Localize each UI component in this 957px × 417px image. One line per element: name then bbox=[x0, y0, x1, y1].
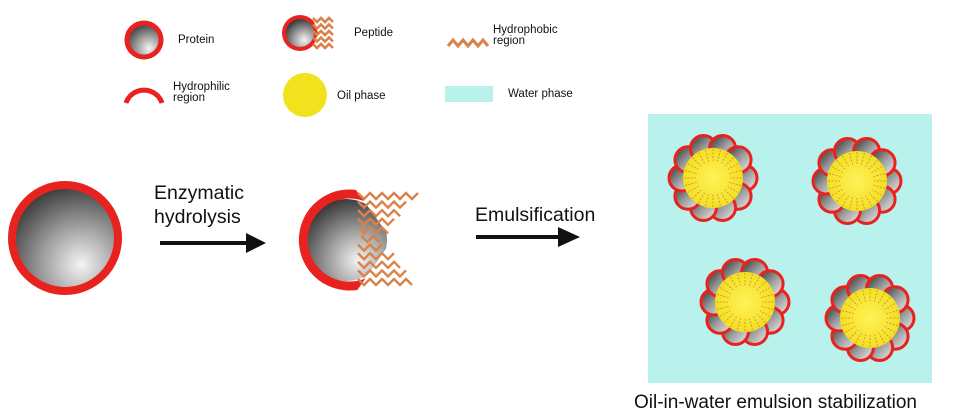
step-hydrolysis-label: Enzymatic hydrolysis bbox=[154, 181, 244, 229]
legend-hydrophobic-line2: region bbox=[493, 35, 525, 47]
step-emulsification-label: Emulsification bbox=[475, 204, 596, 226]
legend-hydrophilic-label: Hydrophilic region bbox=[173, 81, 230, 104]
step-hydrolysis-line2: hydrolysis bbox=[154, 206, 241, 228]
hydrolyzed-protein bbox=[298, 189, 470, 292]
legend-peptide-icon bbox=[282, 10, 334, 56]
legend-water-label: Water phase bbox=[508, 88, 573, 100]
legend-water-icon bbox=[445, 86, 493, 102]
emulsion-droplets bbox=[667, 134, 916, 362]
peptide-hydrophobic-region bbox=[357, 191, 419, 287]
legend-hydrophilic-icon bbox=[123, 87, 165, 104]
arrow-hydrolysis bbox=[160, 233, 266, 253]
legend-hydrophobic-label: Hydrophobic region bbox=[493, 24, 558, 47]
legend-protein-label: Protein bbox=[178, 34, 215, 46]
legend-hydrophilic-line1: Hydrophilic bbox=[173, 81, 230, 93]
legend-oil-label: Oil phase bbox=[337, 90, 386, 102]
legend-hydrophilic-line2: region bbox=[173, 92, 205, 104]
legend-oil-icon bbox=[283, 73, 327, 117]
arrow-emulsification bbox=[476, 227, 580, 247]
legend-hydrophobic-line1: Hydrophobic bbox=[493, 24, 558, 36]
legend-hydrophobic-icon bbox=[446, 37, 490, 49]
oil-droplet bbox=[699, 258, 791, 346]
oil-droplet bbox=[811, 137, 903, 225]
protein-particle bbox=[8, 181, 122, 295]
legend-peptide-label: Peptide bbox=[354, 27, 394, 39]
result-caption: Oil-in-water emulsion stabilization bbox=[634, 392, 917, 413]
step-hydrolysis-line1: Enzymatic bbox=[154, 182, 244, 204]
oil-droplet bbox=[824, 274, 916, 362]
legend-protein-icon bbox=[124, 20, 164, 60]
oil-droplet bbox=[667, 134, 759, 222]
